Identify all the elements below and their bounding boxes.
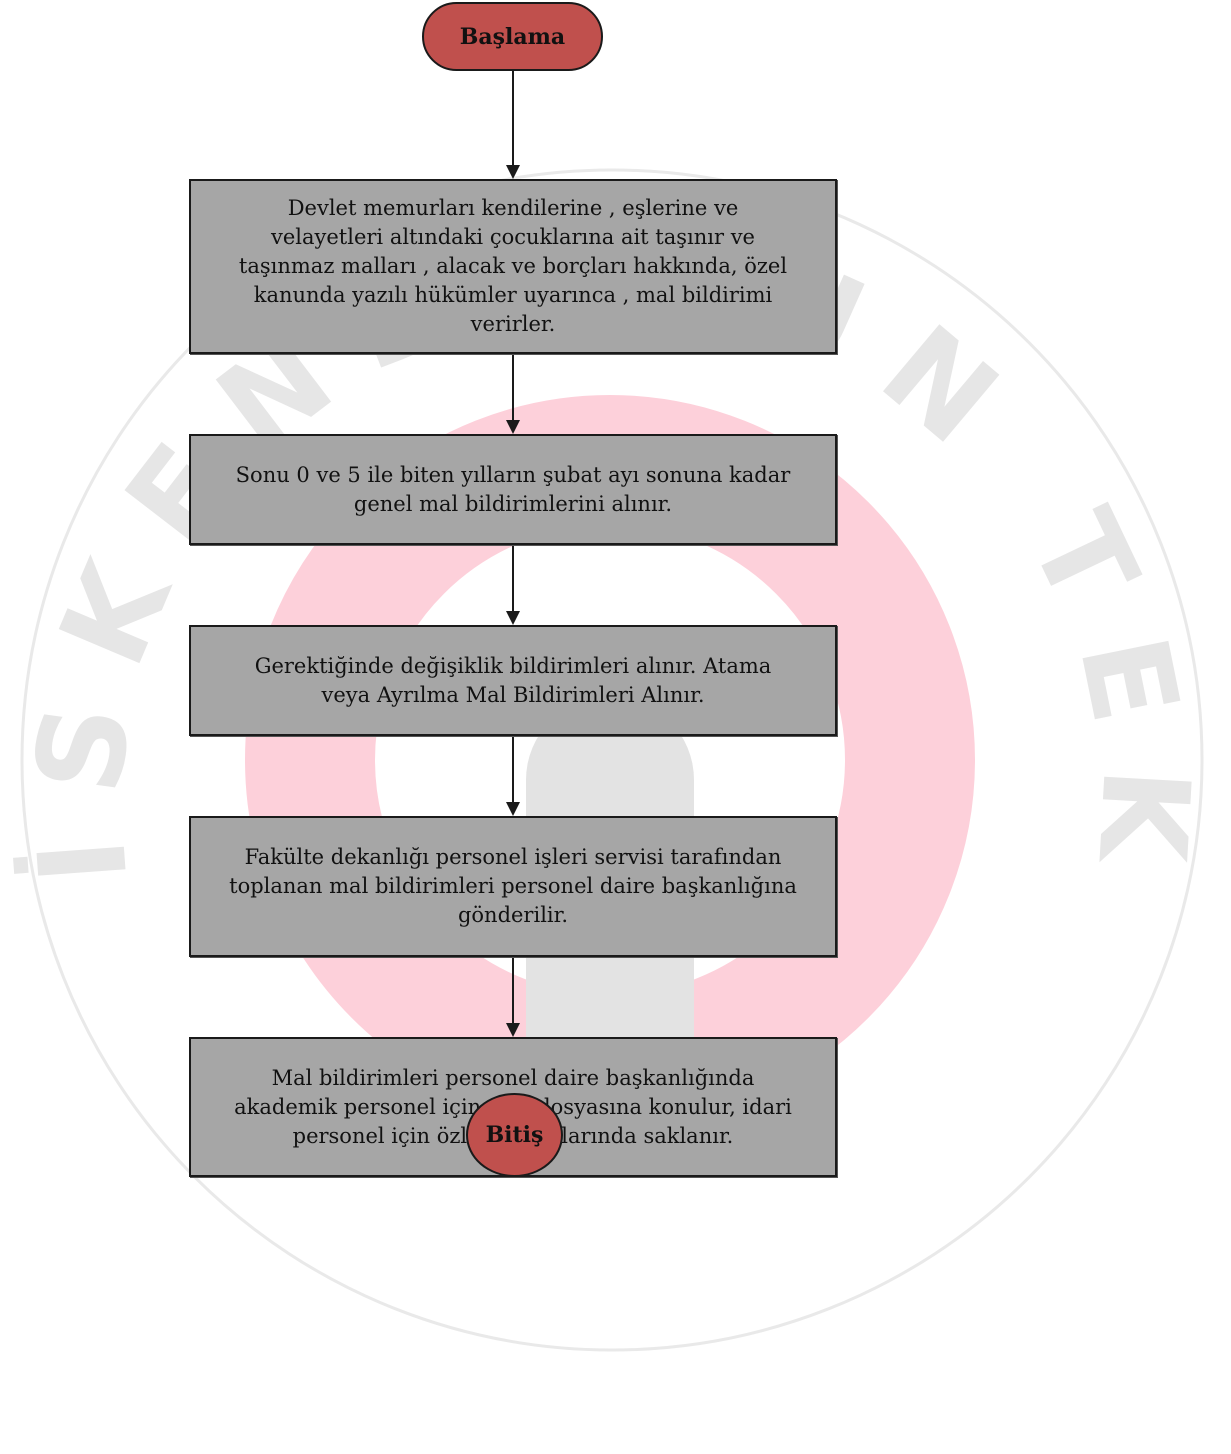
process-step-3-line-2: veya Ayrılma Mal Bildirimleri Alınır. — [321, 682, 705, 707]
process-step-2: Sonu 0 ve 5 ile biten yılların şubat ayı… — [189, 434, 837, 545]
process-step-2-line-1: Sonu 0 ve 5 ile biten yılların şubat ayı… — [235, 462, 791, 487]
start-terminal: Başlama — [422, 2, 603, 71]
process-step-1-line-3: taşınmaz malları , alacak ve borçları ha… — [238, 254, 788, 278]
process-step-5-line-1: Mal bildirimleri personel daire başkanlı… — [271, 1065, 755, 1090]
connector-arrowhead-4 — [506, 802, 520, 816]
process-step-1-line-5: verirler. — [470, 312, 556, 336]
process-step-2-text: Sonu 0 ve 5 ile biten yılların şubat ayı… — [236, 461, 791, 519]
process-step-3: Gerektiğinde değişiklik bildirimleri alı… — [189, 625, 837, 736]
process-step-1-line-1: Devlet memurları kendilerine , eşlerine … — [287, 196, 739, 220]
start-label: Başlama — [459, 23, 566, 50]
watermark-outer-circle — [20, 168, 1204, 1352]
process-step-2-line-2: genel mal bildirimlerini alınır. — [353, 491, 673, 516]
process-step-1-line-2: velayetleri altındaki çocuklarına ait ta… — [270, 225, 755, 249]
connector-arrowhead-3 — [506, 611, 520, 625]
process-step-4-line-3: gönderilir. — [457, 903, 569, 927]
end-label: Bitiş — [485, 1122, 544, 1148]
process-step-4-line-2: toplanan mal bildirimleri personel daire… — [229, 874, 797, 898]
process-step-4-line-1: Fakülte dekanlığı personel işleri servis… — [244, 845, 782, 869]
process-step-1-line-4: kanunda yazılı hükümler uyarınca , mal b… — [253, 283, 773, 307]
end-terminal: Bitiş — [466, 1093, 563, 1177]
connector-arrowhead-1 — [506, 165, 520, 179]
process-step-5-text: Mal bildirimleri personel daire başkanlı… — [234, 1064, 792, 1151]
process-step-1-text: Devlet memurları kendilerine , eşlerine … — [239, 194, 787, 339]
process-step-4-text: Fakülte dekanlığı personel işleri servis… — [229, 843, 797, 930]
connector-arrowhead-5 — [506, 1023, 520, 1037]
process-step-3-text: Gerektiğinde değişiklik bildirimleri alı… — [255, 652, 772, 710]
connector-arrowhead-2 — [506, 420, 520, 434]
process-step-3-line-1: Gerektiğinde değişiklik bildirimleri alı… — [254, 653, 772, 678]
process-step-1: Devlet memurları kendilerine , eşlerine … — [189, 179, 837, 354]
process-step-4: Fakülte dekanlığı personel işleri servis… — [189, 816, 837, 957]
